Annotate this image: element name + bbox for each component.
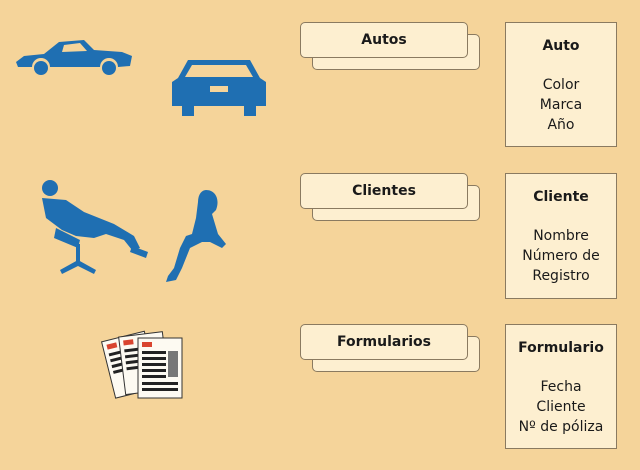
attribute-item: Color [542,77,580,93]
row-autos: Autos Auto Color Marca Año [0,0,640,147]
entity-set-stack-autos: Autos [300,22,486,74]
entity-attributes: Nombre Número de Registro [506,226,616,286]
entity-attributes: Fecha Cliente Nº de póliza [506,377,616,437]
row-formularios: Formularios Formulario Fecha Cliente Nº … [0,300,640,449]
form-documents-icon [0,300,290,440]
entity-set-stack-clientes: Clientes [300,173,486,225]
classic-car-icon [16,40,132,75]
attribute-item: Fecha [540,379,582,395]
attribute-item: Año [547,117,575,133]
woman-sitting-icon [166,190,226,282]
rear-car-icon [172,60,266,116]
entity-set-label: Clientes [300,173,468,209]
stacked-forms-icon [100,330,183,399]
car-icons [0,0,290,140]
people-sitting-icons [0,150,290,290]
attribute-item: Registro [532,268,590,284]
entity-card-cliente: Cliente Nombre Número de Registro [505,173,617,299]
entity-card-auto: Auto Color Marca Año [505,22,617,147]
entity-card-title: Cliente [533,189,589,205]
attribute-item: Nº de póliza [518,419,604,435]
attribute-item: Número de [522,248,600,264]
entity-card-title: Auto [542,38,580,54]
attribute-item: Cliente [536,399,586,415]
man-in-chair-icon [42,180,148,274]
entity-card-title: Formulario [518,340,604,356]
attribute-item: Marca [539,97,583,113]
entity-set-stack-formularios: Formularios [300,324,486,376]
entity-set-label: Autos [300,22,468,58]
entity-card-formulario: Formulario Fecha Cliente Nº de póliza [505,324,617,449]
entity-set-label: Formularios [300,324,468,360]
attribute-item: Nombre [533,228,589,244]
entity-attributes: Color Marca Año [506,75,616,135]
row-clientes: Clientes Cliente Nombre Número de Regist… [0,150,640,299]
